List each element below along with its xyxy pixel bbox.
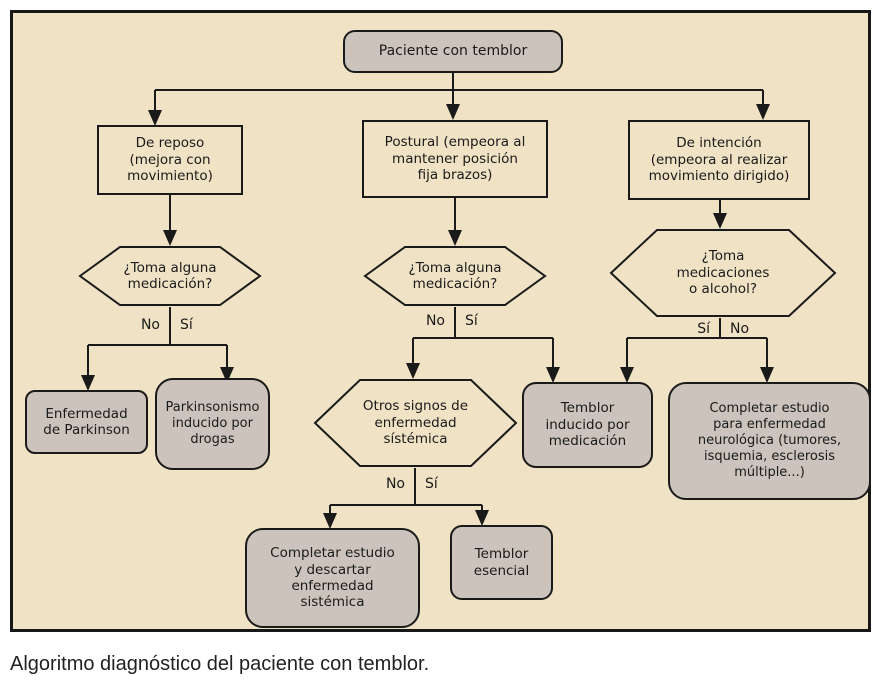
decision-medicaciones-alcohol: ¿Toma medicaciones o alcohol? [609,228,837,318]
edge-label-si-left: Sí [180,317,193,333]
edge-label-no-right: No [730,321,750,337]
decision-label: Otros signos de enfermedad sístémica [362,398,469,448]
node-postural: Postural (empeora al mantener posición f… [362,120,548,198]
node-de-reposo: De reposo (mejora con movimiento) [97,125,243,195]
edge-label-si-right: Sí [697,321,710,337]
hexagon-shape [313,379,518,467]
figure-caption: Algoritmo diagnóstico del paciente con t… [10,653,430,675]
decision-label: ¿Toma alguna medicación? [408,259,502,292]
node-temblor-esencial: Temblor esencial [450,525,553,600]
diagram-frame: Paciente con temblor De reposo (mejora c… [10,10,871,632]
hexagon-shape [363,246,547,306]
edge-label-si-sys: Sí [425,476,438,492]
decision-label: ¿Toma alguna medicación? [123,259,217,292]
edge-label-si-mid: Sí [465,313,478,329]
hexagon-shape [78,246,262,306]
node-paciente-con-temblor: Paciente con temblor [343,30,563,73]
node-parkinsonismo-drogas: Parkinsonismo inducido por drogas [155,378,270,470]
node-temblor-inducido-medicacion: Temblor inducido por medicación [522,382,653,468]
node-estudio-sistemico: Completar estudio y descartar enfermedad… [245,528,420,628]
decision-toma-medicacion-reposo: ¿Toma alguna medicación? [78,245,262,307]
edge-label-no-left: No [140,317,160,333]
edge-label-no-sys: No [385,476,405,492]
decision-toma-medicacion-postural: ¿Toma alguna medicación? [363,245,547,307]
node-de-intencion: De intención (empeora al realizar movimi… [628,120,810,200]
edge-label-no-mid: No [425,313,445,329]
decision-label: ¿Toma medicaciones o alcohol? [676,248,770,298]
hexagon-shape [609,229,837,317]
node-enfermedad-parkinson: Enfermedad de Parkinson [25,390,148,454]
node-estudio-neurologico: Completar estudio para enfermedad neurol… [668,382,871,500]
decision-otros-signos-sistemica: Otros signos de enfermedad sístémica [313,378,518,468]
